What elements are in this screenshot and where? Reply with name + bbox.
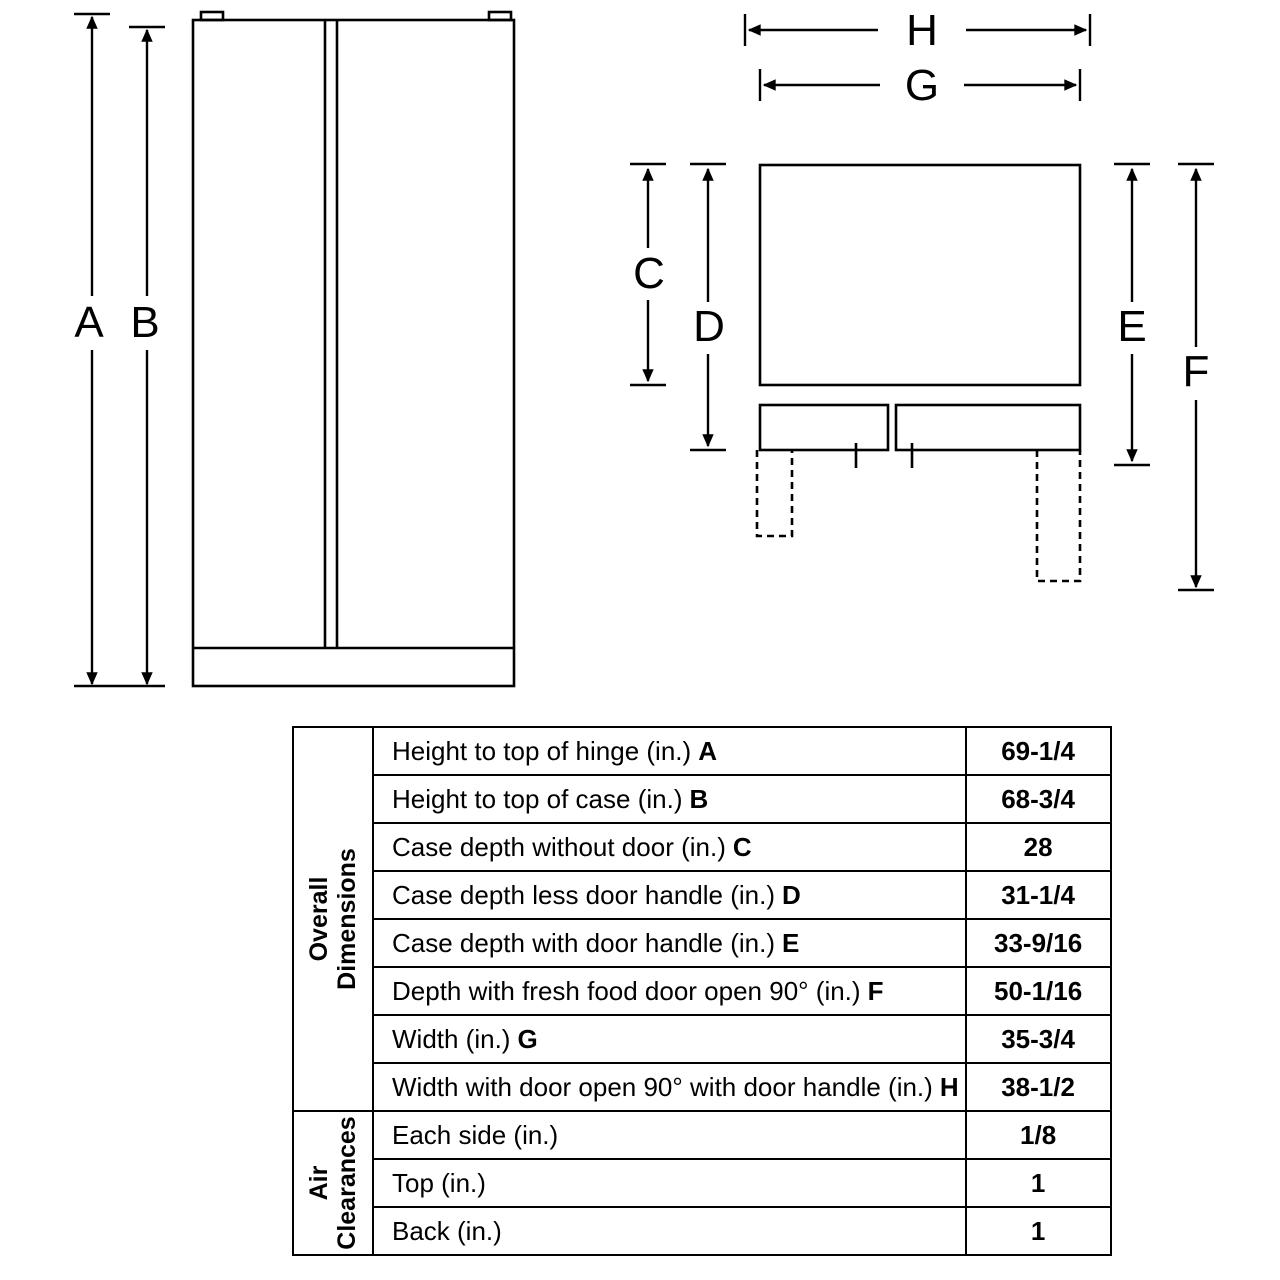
dim-ref-letter: C <box>732 831 752 862</box>
right-door-front <box>894 403 1082 452</box>
fridge-front-view <box>191 10 516 688</box>
row-value: 1/8 <box>964 1110 1112 1160</box>
row-label: Depth with fresh food door open 90° (in.… <box>392 975 861 1006</box>
dim-ref-letter: A <box>698 735 717 766</box>
left-hinge-cap <box>199 10 225 22</box>
row-value: 33-9/16 <box>964 918 1112 968</box>
row-label: Top (in.) <box>392 1167 486 1198</box>
row-label-cell: Width (in.)G <box>372 1014 967 1064</box>
dim-letter-f: F <box>1183 347 1210 396</box>
group-label-air-clearances: Air Clearances <box>305 1116 361 1250</box>
fridge-top-view <box>755 163 1082 583</box>
group-label-overall-dimensions: Overall Dimensions <box>305 848 361 990</box>
row-value: 31-1/4 <box>964 870 1112 920</box>
row-label-cell: Back (in.) <box>372 1206 967 1256</box>
row-label-cell: Case depth with door handle (in.)E <box>372 918 967 968</box>
table-row: Depth with fresh food door open 90° (in.… <box>293 966 1112 1016</box>
table-row: Back (in.) 1 <box>293 1206 1112 1256</box>
row-label-cell: Case depth without door (in.)C <box>372 822 967 872</box>
dim-letter-c: C <box>633 249 665 298</box>
dim-letter-d: D <box>693 302 725 351</box>
dim-arrow-e <box>1114 162 1150 467</box>
table-row: Width with door open 90° with door handl… <box>293 1062 1112 1112</box>
dim-ref-letter: E <box>782 927 800 958</box>
row-value: 50-1/16 <box>964 966 1112 1016</box>
left-door-front <box>758 403 890 452</box>
right-door-open-swing <box>1035 450 1082 583</box>
table-row: Height to top of case (in.)B 68-3/4 <box>293 774 1112 824</box>
row-label: Case depth with door handle (in.) <box>392 927 776 958</box>
dim-letter-a: A <box>74 298 104 347</box>
row-value: 68-3/4 <box>964 774 1112 824</box>
dim-ref-letter: F <box>867 975 884 1006</box>
case-outline <box>758 163 1082 387</box>
dim-arrow-c <box>630 162 666 387</box>
group-cell-air-clearances: Air Clearances <box>292 1110 374 1256</box>
table-row: Air Clearances Each side (in.) 1/8 <box>292 1110 1112 1256</box>
row-label: Width (in.) <box>392 1023 511 1054</box>
dim-letter-b: B <box>130 298 159 347</box>
row-label: Width with door open 90° with door handl… <box>392 1071 933 1102</box>
dim-letter-h: H <box>906 6 938 55</box>
row-label-cell: Top (in.) <box>372 1158 967 1208</box>
table-row: Case depth with door handle (in.)E 33-9/… <box>293 918 1112 968</box>
fridge-body <box>191 18 516 688</box>
row-label-cell: Width with door open 90° with door handl… <box>372 1062 967 1112</box>
dimensions-table: Overall Dimensions Height to top of hing… <box>292 726 1112 1256</box>
row-value: 28 <box>964 822 1112 872</box>
row-label-cell: Height to top of hinge (in.)A <box>372 726 967 776</box>
dim-ref-letter: D <box>782 879 801 910</box>
row-label: Height to top of hinge (in.) <box>392 735 692 766</box>
left-door-open-swing <box>755 450 794 538</box>
dim-arrow-g <box>758 69 1082 101</box>
table-row: Width (in.)G 35-3/4 <box>293 1014 1112 1064</box>
dim-letter-e: E <box>1117 302 1146 351</box>
dim-ref-letter: B <box>689 783 709 814</box>
table-row: Case depth without door (in.)C 28 <box>293 822 1112 872</box>
group-cell-overall-dimensions: Overall Dimensions <box>292 726 374 1112</box>
table-row: Top (in.) 1 <box>293 1158 1112 1208</box>
row-value: 35-3/4 <box>964 1014 1112 1064</box>
table-row: Case depth less door handle (in.)D 31-1/… <box>293 870 1112 920</box>
row-label: Each side (in.) <box>392 1119 559 1150</box>
row-label: Height to top of case (in.) <box>392 783 683 814</box>
row-label: Back (in.) <box>392 1215 502 1246</box>
table-row: Overall Dimensions Height to top of hing… <box>292 726 1112 1112</box>
row-label-cell: Height to top of case (in.)B <box>372 774 967 824</box>
dim-ref-letter: H <box>939 1071 959 1102</box>
row-label: Case depth without door (in.) <box>392 831 726 862</box>
dim-arrow-b <box>74 25 165 688</box>
row-value: 1 <box>964 1206 1112 1256</box>
row-label-cell: Depth with fresh food door open 90° (in.… <box>372 966 967 1016</box>
dim-arrow-d <box>690 162 726 452</box>
row-label-cell: Case depth less door handle (in.)D <box>372 870 967 920</box>
dim-ref-letter: G <box>517 1023 538 1054</box>
dim-arrow-h <box>743 14 1092 46</box>
row-value: 1 <box>964 1158 1112 1208</box>
dim-letter-g: G <box>905 61 939 110</box>
dim-arrow-f <box>1178 162 1214 592</box>
row-label: Case depth less door handle (in.) <box>392 879 776 910</box>
row-value: 38-1/2 <box>964 1062 1112 1112</box>
dimension-diagram: A B H G <box>74 6 1214 688</box>
dim-arrow-a <box>74 12 110 686</box>
row-label-cell: Each side (in.) <box>372 1110 967 1160</box>
right-hinge-cap <box>487 10 513 22</box>
row-value: 69-1/4 <box>964 726 1112 776</box>
